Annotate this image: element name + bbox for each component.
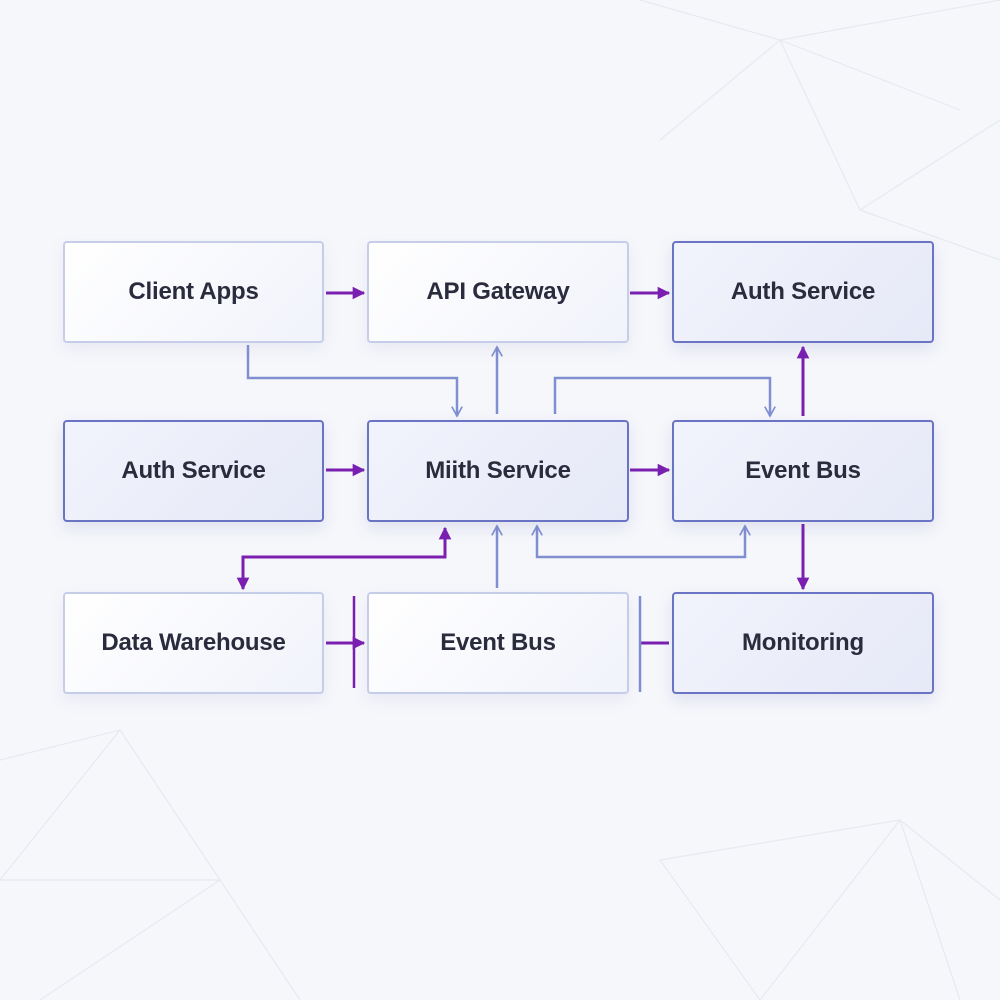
node-client-apps[interactable]: Client Apps	[63, 241, 324, 343]
node-event-bus-bottom[interactable]: Event Bus	[367, 592, 629, 694]
node-label: Client Apps	[128, 278, 259, 305]
node-monitoring[interactable]: Monitoring	[672, 592, 934, 694]
node-label: Data Warehouse	[101, 629, 286, 656]
node-label: Monitoring	[742, 629, 864, 656]
node-auth-service-left[interactable]: Auth Service	[63, 420, 324, 522]
node-label: Event Bus	[745, 457, 861, 484]
node-label: API Gateway	[426, 278, 570, 305]
node-auth-service-top[interactable]: Auth Service	[672, 241, 934, 343]
node-api-gateway[interactable]: API Gateway	[367, 241, 629, 343]
node-label: Auth Service	[121, 457, 266, 484]
node-miith-service[interactable]: Miith Service	[367, 420, 629, 522]
node-label: Event Bus	[440, 629, 556, 656]
node-event-bus-right[interactable]: Event Bus	[672, 420, 934, 522]
node-data-warehouse[interactable]: Data Warehouse	[63, 592, 324, 694]
node-label: Miith Service	[425, 457, 571, 484]
node-label: Auth Service	[730, 278, 876, 305]
